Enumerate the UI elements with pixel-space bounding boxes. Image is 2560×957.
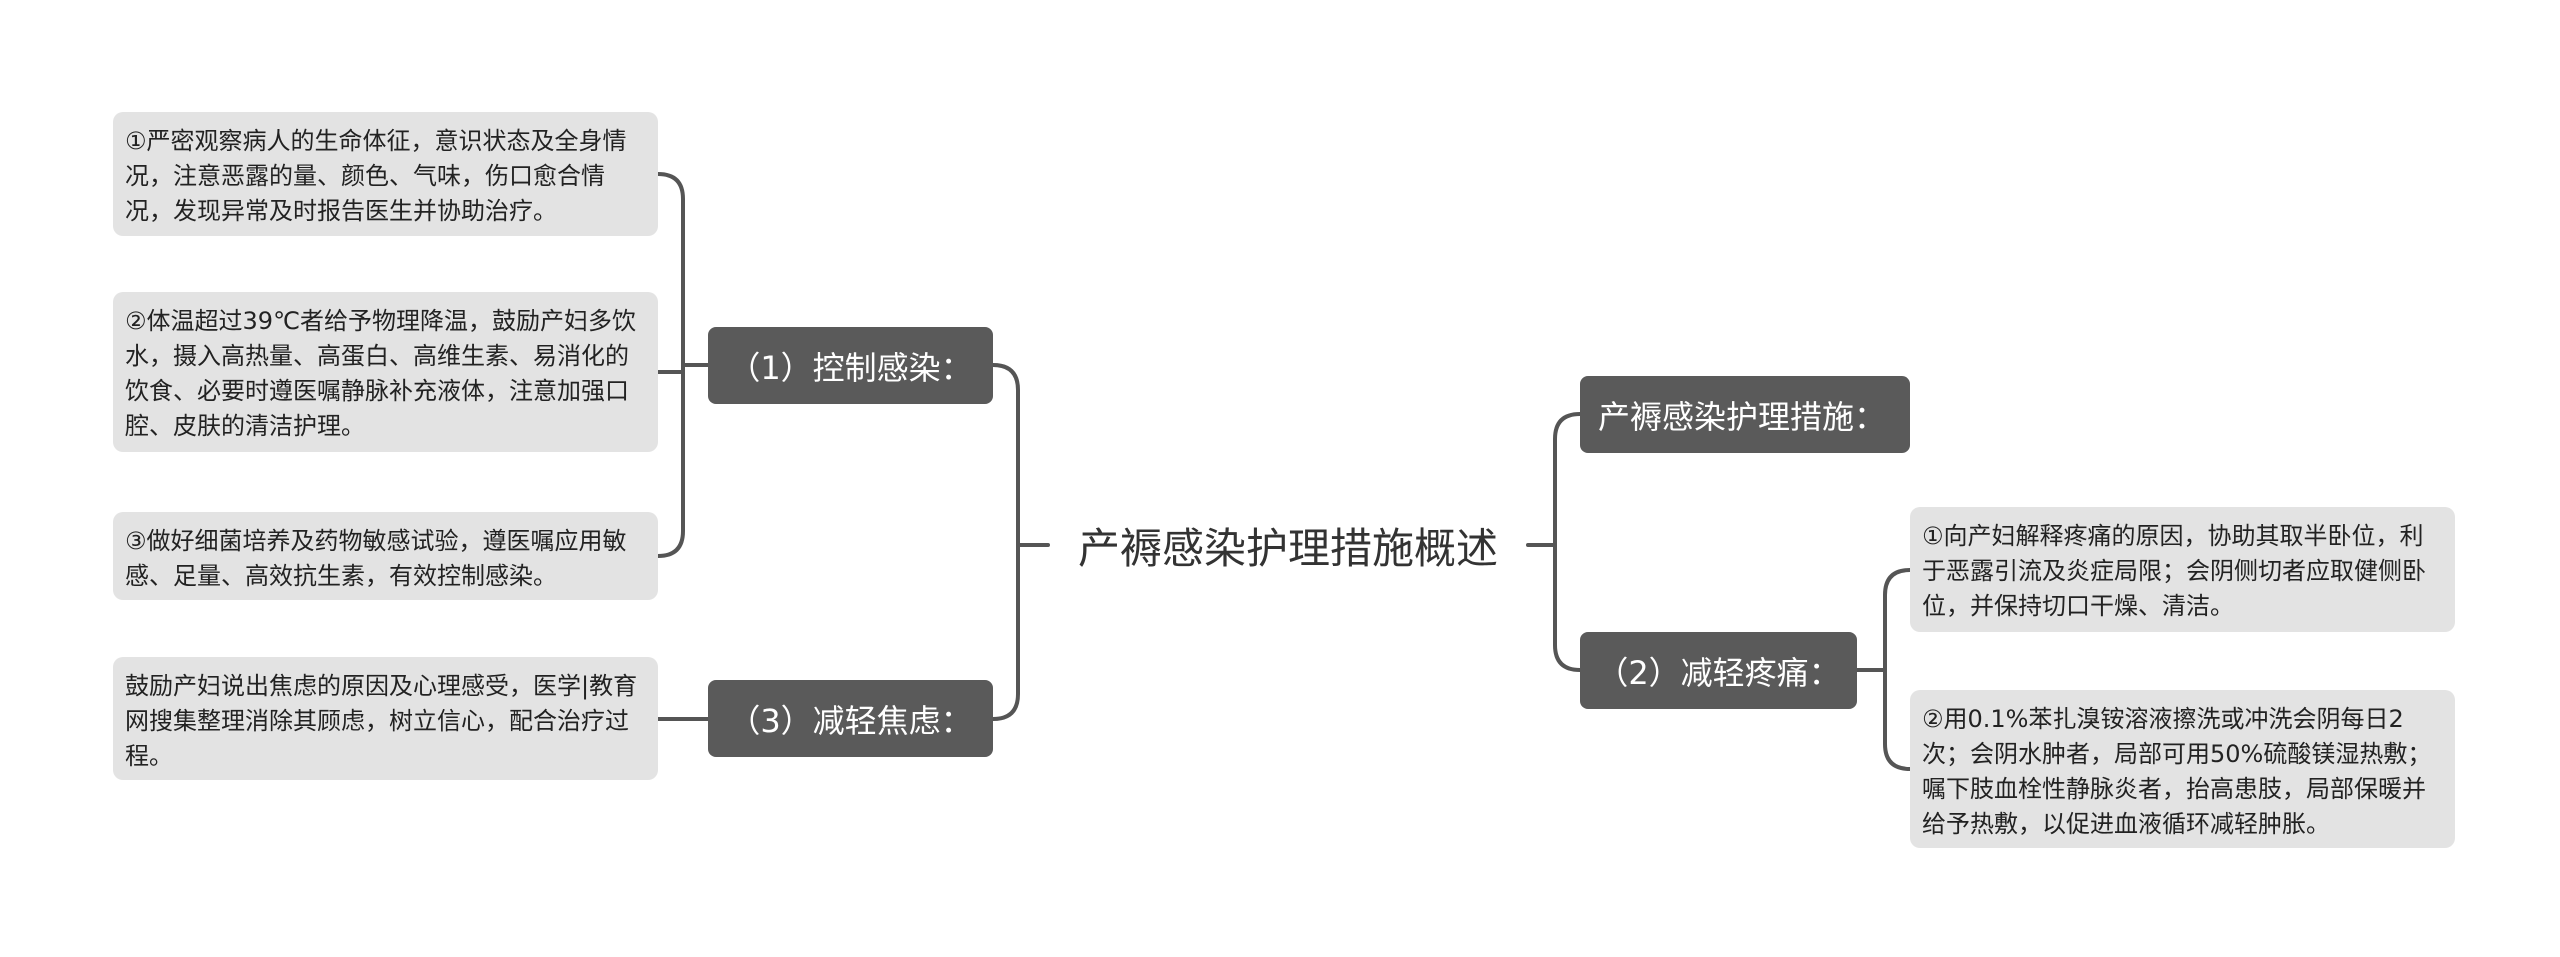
leaf-fever-cooling[interactable]: ②体温超过39℃者给予物理降温，鼓励产妇多饮水，摄入高热量、高蛋白、高维生素、易…: [113, 292, 658, 452]
leaf-observe-vitals[interactable]: ①严密观察病人的生命体征，意识状态及全身情况，注意恶露的量、颜色、气味，伤口愈合…: [113, 112, 658, 236]
leaf-bacterial-culture[interactable]: ③做好细菌培养及药物敏感试验，遵医嘱应用敏感、足量、高效抗生素，有效控制感染。: [113, 512, 658, 600]
branch-reduce-pain[interactable]: （2）减轻疼痛：: [1580, 632, 1857, 709]
branch-control-infection[interactable]: （1）控制感染：: [708, 327, 993, 404]
branch-measures-heading[interactable]: 产褥感染护理措施：: [1580, 376, 1910, 453]
connector-right-trunk: [1553, 412, 1582, 672]
leaf-explain-pain[interactable]: ①向产妇解释疼痛的原因，协助其取半卧位，利于恶露引流及炎症局限；会阴侧切者应取健…: [1910, 507, 2455, 632]
branch-reduce-anxiety[interactable]: （3）减轻焦虑：: [708, 680, 993, 757]
root-topic[interactable]: 产褥感染护理措施概述: [1077, 523, 1498, 573]
leaf-perineal-care[interactable]: ②用0.1%苯扎溴铵溶液擦洗或冲洗会阴每日2次；会阴水肿者，局部可用50%硫酸镁…: [1910, 690, 2455, 848]
connector-left-trunk: [991, 363, 1020, 721]
leaf-anxiety-support[interactable]: 鼓励产妇说出焦虑的原因及心理感受，医学|教育网搜集整理消除其顾虑，树立信心，配合…: [113, 657, 658, 780]
connector-b2-bracket: [1883, 568, 1912, 771]
connector-b1-bracket: [656, 172, 685, 558]
